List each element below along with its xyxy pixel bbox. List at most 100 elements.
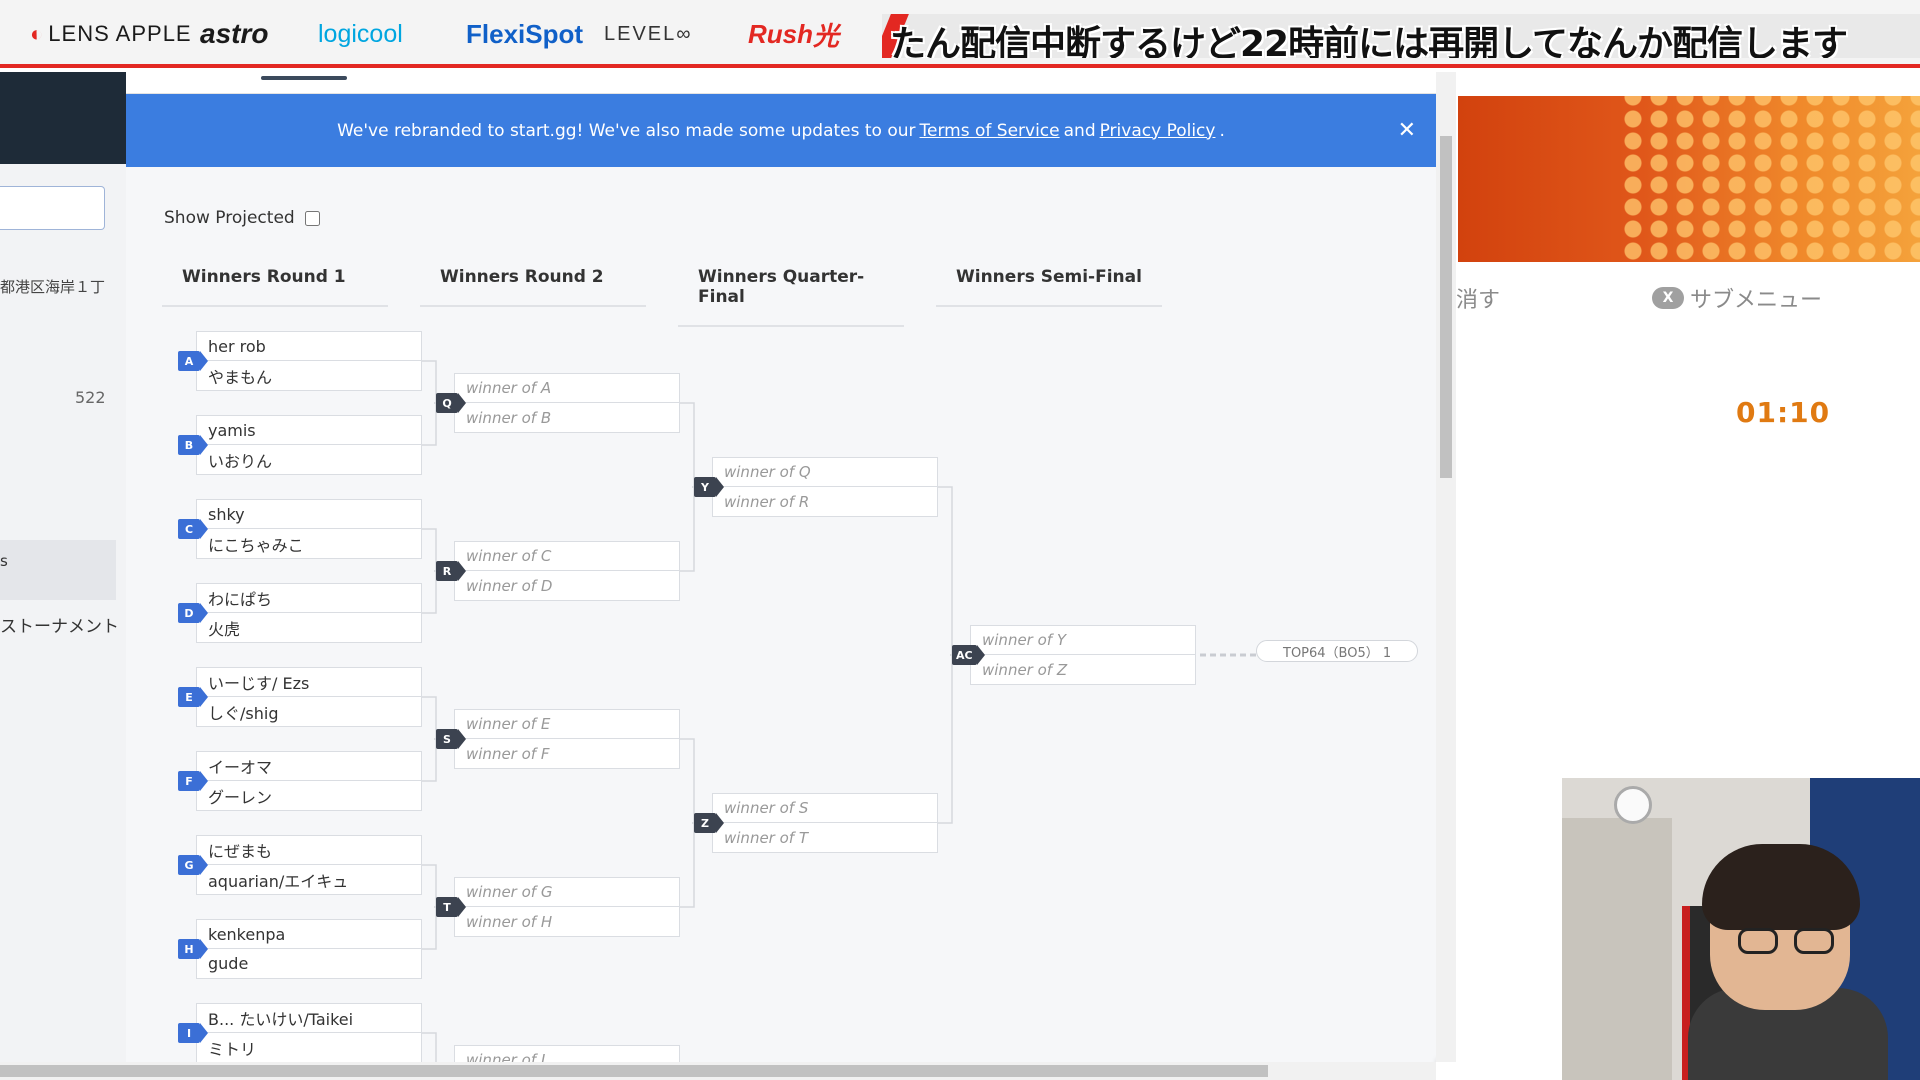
vertical-scrollbar[interactable] [1436,72,1456,1062]
bracket-connector [680,738,695,824]
submenu-item[interactable]: X サブメニュー [1652,282,1822,314]
logicool-logo: logicool [318,19,403,48]
player-slot[interactable]: her rob [196,331,422,361]
projected-slot[interactable]: winner of E [454,709,680,739]
terms-link[interactable]: Terms of Service [919,120,1060,141]
horizontal-scrollbar-thumb[interactable] [0,1065,1268,1077]
erase-menu-item[interactable]: 消す [1456,288,1501,313]
player-slot[interactable]: aquarian/エイキュ [196,865,422,895]
player-slot[interactable]: B... たいけい/Taikei [196,1003,422,1033]
projected-slot[interactable]: winner of H [454,907,680,937]
match-tag: Q [436,393,466,413]
round-header-3: Winners Quarter-Final [678,267,904,327]
horizontal-scrollbar[interactable] [0,1062,1436,1080]
sidebar-input[interactable] [0,186,105,230]
bracket-connector [422,1032,437,1062]
player-slot[interactable]: わにぱち [196,583,422,613]
webcam-shelf [1562,818,1672,1080]
sidebar-selected-label: s [0,552,8,570]
bracket-connectors [422,360,1256,1062]
projected-slot[interactable]: winner of G [454,877,680,907]
projected-slot[interactable]: winner of A [454,373,680,403]
player-slot[interactable]: yamis [196,415,422,445]
rebrand-banner: We've rebranded to start.gg! We've also … [126,94,1436,167]
player-slot[interactable]: いーじす/ Ezs [196,667,422,697]
next-stage-pill[interactable]: TOP64（BO5） 1 [1256,640,1419,662]
projected-slot[interactable]: winner of Q [712,457,938,487]
match-tag: Z [694,813,724,833]
player-slot[interactable]: グーレン [196,781,422,811]
bracket-connector [422,738,437,782]
bracket-connector [938,654,953,824]
tab-strip [126,72,1436,94]
show-projected-toggle[interactable]: Show Projected [164,208,320,228]
projected-slot[interactable]: winner of F [454,739,680,769]
sponsor-bar: ◐LENS APPLE astro logicool FlexiSpot LEV… [0,0,1920,68]
level-infinity-logo: LEVEL∞ [604,22,693,45]
show-projected-checkbox[interactable] [304,210,320,226]
player-slot[interactable]: kenkenpa [196,919,422,949]
player-slot[interactable]: ミトリ [196,1033,422,1062]
match-tag: I [178,1023,208,1043]
ticker-text: たん配信中断するけど22時前には再開してなんか配信します [890,24,1848,58]
player-slot[interactable]: しぐ/shig [196,697,422,727]
player-slot[interactable]: やまもん [196,361,422,391]
sidebar-selected-item[interactable] [0,540,116,600]
match-tag: C [178,519,208,539]
match-tag: A [178,351,208,371]
webcam-clock [1614,786,1652,824]
match-tag: AC [952,645,985,665]
projected-slot[interactable]: winner of T [712,823,938,853]
projected-slot[interactable]: winner of Z [970,655,1196,685]
player-slot[interactable]: にこちゃみこ [196,529,422,559]
bracket-connector [422,402,437,446]
projected-slot[interactable]: winner of R [712,487,938,517]
projected-slot[interactable]: winner of D [454,571,680,601]
rush-text: Rush [748,18,813,49]
player-slot[interactable]: にぜまも [196,835,422,865]
match-tag: G [178,855,208,875]
player-slot[interactable]: いおりん [196,445,422,475]
projected-slot[interactable]: winner of I [454,1045,680,1062]
projected-slot[interactable]: winner of B [454,403,680,433]
player-slot[interactable]: 火虎 [196,613,422,643]
projected-slot[interactable]: winner of C [454,541,680,571]
player-slot[interactable]: イーオマ [196,751,422,781]
bracket-connector [680,402,695,488]
bracket-connector [680,486,695,572]
bracket-connector [422,360,437,404]
privacy-link[interactable]: Privacy Policy [1099,120,1216,141]
bracket-connector [938,486,953,656]
player-slot[interactable]: gude [196,949,422,979]
webcam-feed [1562,778,1920,1080]
submenu-label: サブメニュー [1690,288,1823,313]
projected-slot[interactable]: winner of S [712,793,938,823]
match-i-next[interactable]: winner of I [454,1045,680,1062]
close-icon[interactable]: ✕ [1397,118,1416,143]
webcam-person-hair [1702,844,1860,930]
sidebar-item-tournament[interactable]: ストーナメント [0,617,119,637]
round-header-4: Winners Semi-Final [936,267,1162,307]
player-slot[interactable]: shky [196,499,422,529]
countdown-timer: 01:10 [1736,396,1831,429]
match-tag: R [436,561,466,581]
vertical-scrollbar-thumb[interactable] [1440,136,1452,478]
projected-slot[interactable]: winner of Y [970,625,1196,655]
